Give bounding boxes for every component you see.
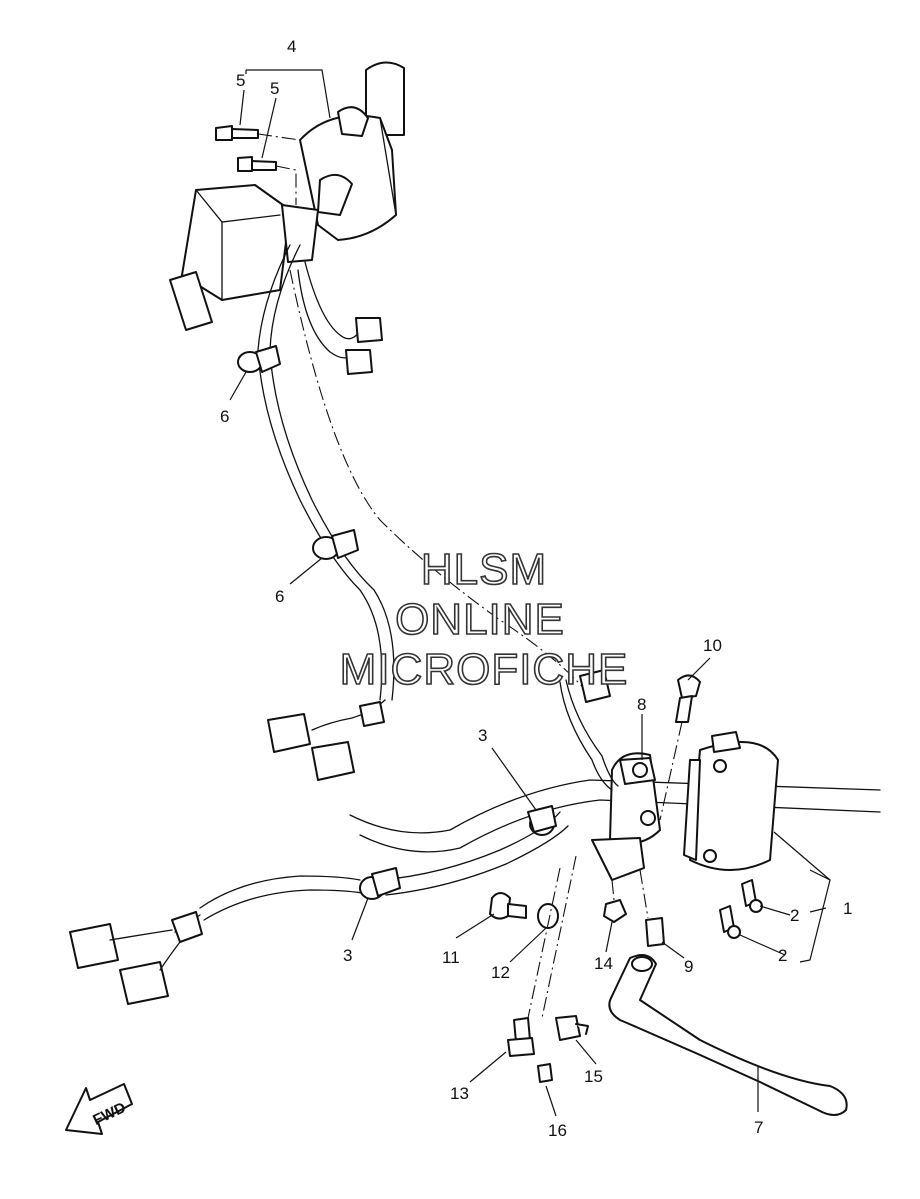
callout-16: 16 — [548, 1121, 567, 1140]
fwd-arrow-icon: FWD — [65, 1083, 133, 1135]
lever-holder — [591, 752, 661, 881]
callout-9: 9 — [684, 957, 693, 976]
left-handlebar-switch — [299, 61, 405, 241]
handlebar — [349, 779, 881, 853]
callout-2a: 2 — [790, 906, 799, 925]
washer-12 — [537, 903, 559, 929]
callout-6b: 6 — [275, 587, 284, 606]
bolt-10 — [659, 674, 701, 821]
callout-12: 12 — [491, 963, 510, 982]
collar-11 — [489, 892, 527, 920]
callout-10: 10 — [703, 636, 722, 655]
nut-14 — [603, 899, 627, 923]
callout-5a: 5 — [236, 71, 245, 90]
callout-11: 11 — [442, 948, 460, 967]
callout-3b: 3 — [343, 946, 352, 965]
callout-8: 8 — [637, 695, 646, 714]
callout-13: 13 — [450, 1084, 469, 1103]
relay-box — [169, 184, 291, 331]
watermark: HLSM ONLINE MICROFICHE — [339, 544, 629, 695]
callout-14: 14 — [594, 954, 613, 973]
callout-15: 15 — [584, 1067, 603, 1086]
right-handlebar-switch — [683, 731, 779, 871]
leader-lines — [229, 69, 831, 1117]
bolt-13 — [507, 1017, 535, 1057]
callout-6a: 6 — [220, 407, 229, 426]
clamp-6a — [237, 345, 281, 373]
watermark-line1: HLSM — [421, 545, 547, 594]
screw-2a — [741, 879, 763, 913]
connector-left-upper — [267, 699, 386, 781]
collar-9 — [645, 917, 665, 947]
watermark-line2: ONLINE — [395, 595, 565, 644]
screw-5b — [237, 156, 297, 205]
callout-3a: 3 — [478, 726, 487, 745]
clamp-3b — [359, 867, 401, 900]
screw-5a — [215, 125, 301, 141]
connector-left-lower — [69, 911, 203, 1005]
screw-16 — [537, 1063, 553, 1083]
callout-2b: 2 — [778, 946, 787, 965]
callout-1: 1 — [843, 899, 852, 918]
callout-5b: 5 — [270, 79, 279, 98]
screw-2b — [719, 905, 741, 939]
switch-15 — [555, 1015, 589, 1041]
callout-numbers: 4 5 5 6 6 10 8 3 3 1 2 2 11 12 14 9 13 1… — [220, 37, 852, 1140]
watermark-line3: MICROFICHE — [340, 645, 629, 694]
clamp-6b — [312, 529, 359, 560]
clamp-3a — [527, 805, 557, 836]
lever-7 — [608, 954, 848, 1116]
callout-7: 7 — [754, 1118, 763, 1137]
callout-4: 4 — [287, 37, 296, 56]
